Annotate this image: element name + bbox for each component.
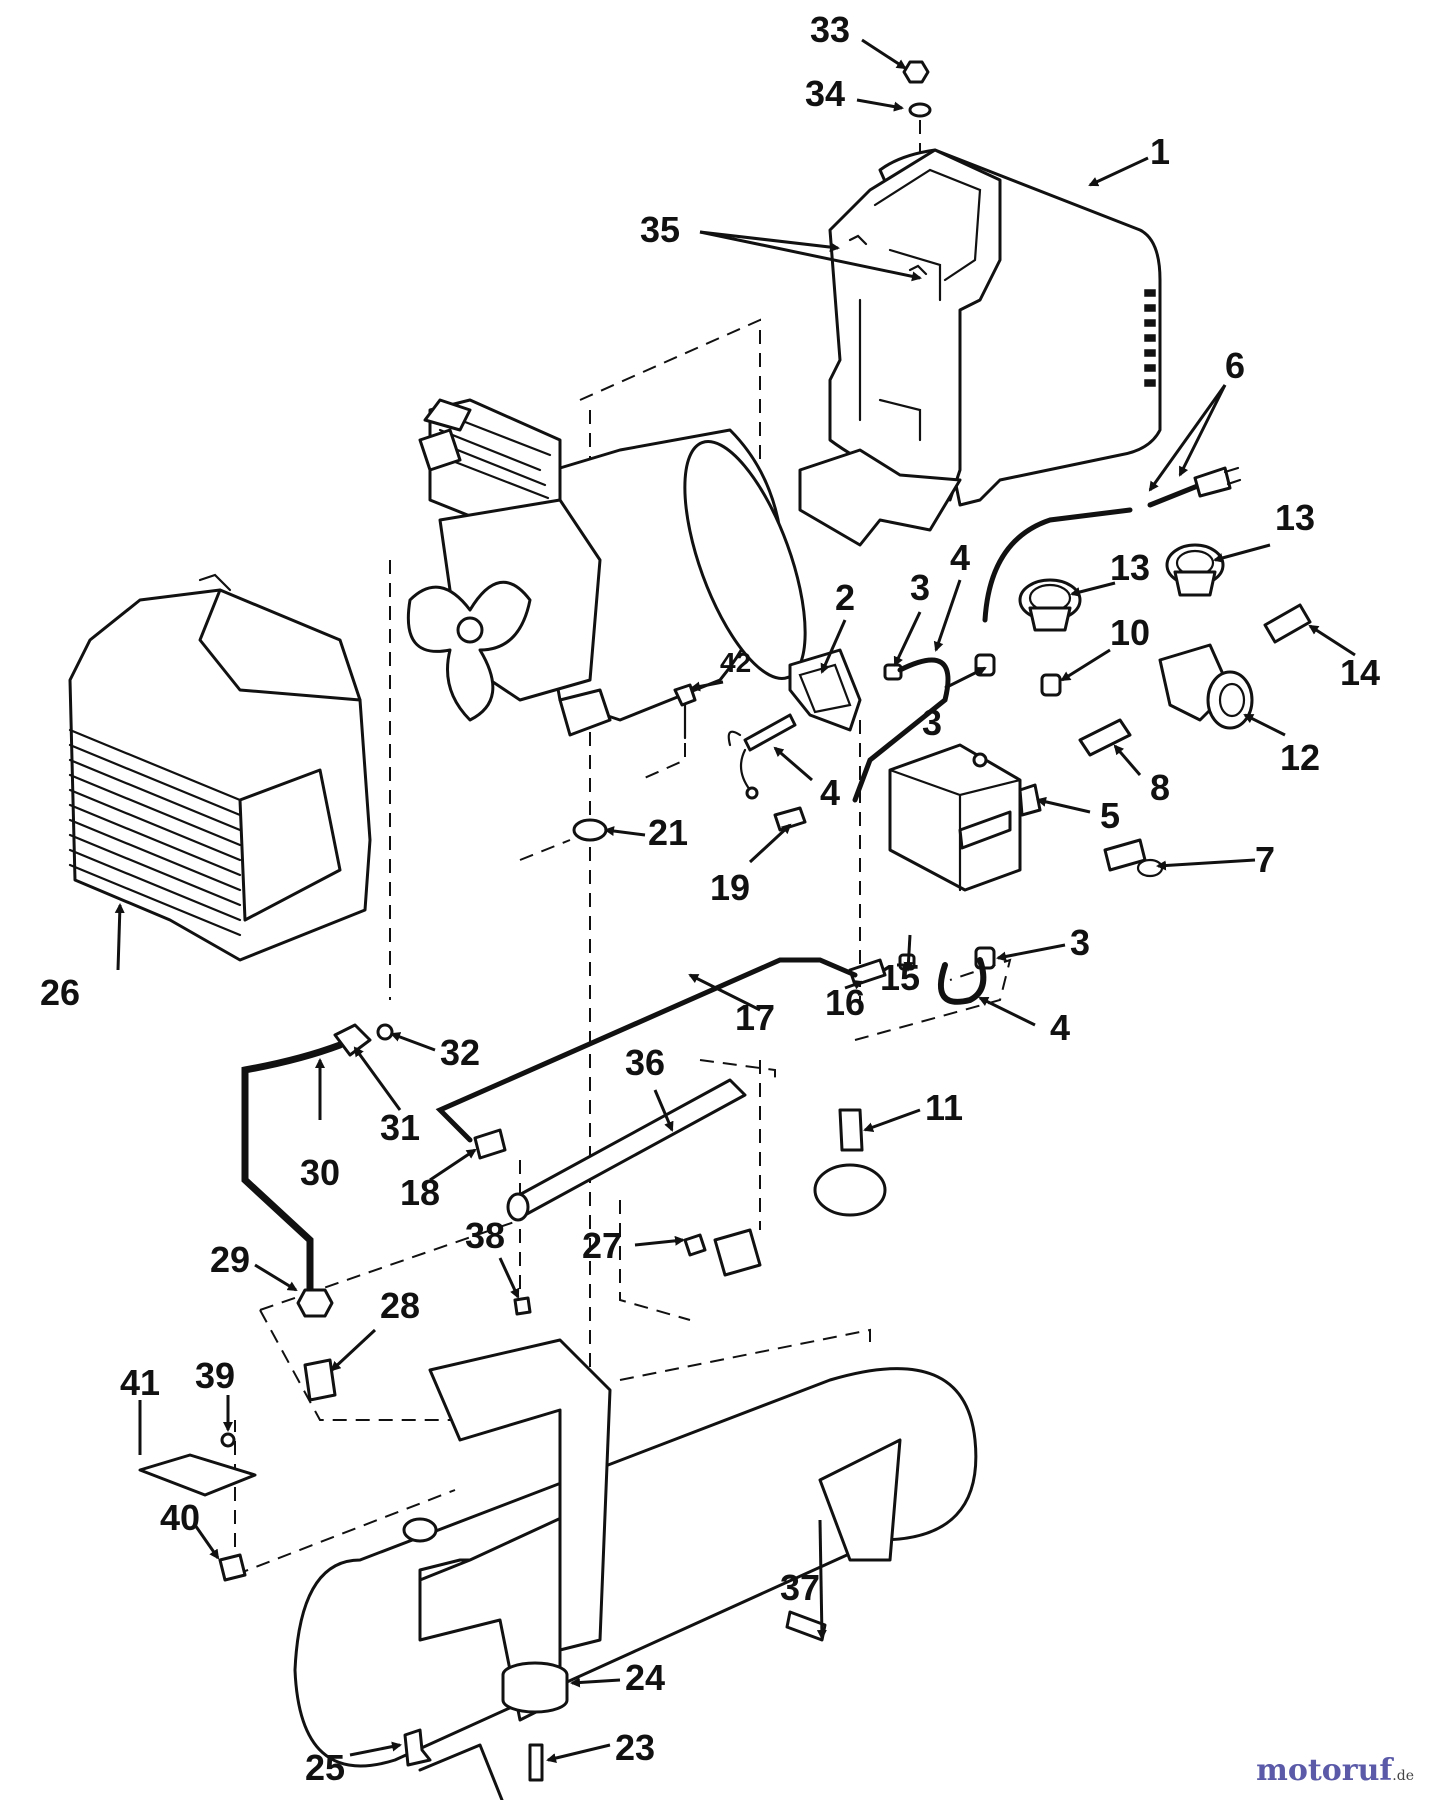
pressure-switch xyxy=(888,743,1042,892)
wire-4b xyxy=(727,713,797,800)
callout-15: 15 xyxy=(880,957,920,998)
air-tank xyxy=(293,1163,978,1800)
nipple-28 xyxy=(303,1358,337,1402)
callout-21: 21 xyxy=(648,812,688,853)
callout-41: 41 xyxy=(120,1362,160,1403)
washer-21 xyxy=(572,818,608,842)
bracket-27 xyxy=(713,1228,762,1277)
safety-valve-7 xyxy=(1103,838,1164,878)
motor-pump-assembly xyxy=(406,398,807,737)
callout-7: 7 xyxy=(1255,839,1275,880)
discharge-tube-17 xyxy=(435,957,858,1143)
callout-37: 37 xyxy=(780,1567,820,1608)
callout-3c: 3 xyxy=(1070,922,1090,963)
gauge-13b xyxy=(1165,543,1225,597)
callout-36: 36 xyxy=(625,1042,665,1083)
callout-40: 40 xyxy=(160,1497,200,1538)
callout-1: 1 xyxy=(1150,131,1170,172)
callout-4c: 4 xyxy=(1050,1007,1070,1048)
washer-34 xyxy=(908,102,932,118)
callout-4: 4 xyxy=(950,537,970,578)
drain-valve-25 xyxy=(403,1728,432,1767)
screw-42 xyxy=(673,683,697,740)
leader-arrows xyxy=(114,38,1356,1763)
callout-16: 16 xyxy=(825,982,865,1023)
callout-23: 23 xyxy=(615,1727,655,1768)
callout-30: 30 xyxy=(300,1152,340,1193)
callout-27: 27 xyxy=(582,1225,622,1266)
front-cover xyxy=(68,573,372,962)
plate-41 xyxy=(138,1453,257,1497)
tube-4a xyxy=(852,657,951,803)
callout-10: 10 xyxy=(1110,612,1150,653)
watermark-name: motoruf xyxy=(1256,1753,1393,1788)
callout-13b: 13 xyxy=(1275,497,1315,538)
callout-13: 13 xyxy=(1110,547,1150,588)
callout-25: 25 xyxy=(305,1747,345,1788)
manifold-12 xyxy=(1158,643,1254,730)
bracket-base xyxy=(428,1338,612,1652)
handle-rod-36 xyxy=(506,1078,747,1222)
fitting-18 xyxy=(473,1128,507,1160)
callout-17: 17 xyxy=(735,997,775,1038)
screw-38 xyxy=(513,1296,532,1316)
callout-3b: 3 xyxy=(922,702,942,743)
fitting-31 xyxy=(333,1023,372,1057)
gauge-13a xyxy=(1018,578,1082,632)
fitting-10 xyxy=(1040,673,1062,697)
watermark-tld: .de xyxy=(1392,1768,1414,1784)
callout-29: 29 xyxy=(210,1239,250,1280)
shroud-cover xyxy=(798,148,1162,547)
nipple-8 xyxy=(1078,718,1132,757)
callout-26: 26 xyxy=(40,972,80,1013)
tube-4c xyxy=(938,957,987,1005)
callout-12: 12 xyxy=(1280,737,1320,778)
callout-6: 6 xyxy=(1225,345,1245,386)
rubber-foot-24 xyxy=(501,1661,569,1714)
callout-24: 24 xyxy=(625,1657,665,1698)
nipple-11 xyxy=(838,1108,864,1152)
fitting-14 xyxy=(1263,603,1312,644)
screw-39 xyxy=(220,1432,236,1448)
callout-33: 33 xyxy=(810,9,850,50)
callout-labels: 33 34 1 35 6 2 3 4 42 13 13 10 14 12 8 2… xyxy=(40,9,1380,1788)
callout-42: 42 xyxy=(720,647,751,678)
nut-29 xyxy=(296,1288,334,1318)
callout-38: 38 xyxy=(465,1215,505,1256)
bushing-40 xyxy=(218,1553,247,1582)
callout-35: 35 xyxy=(640,209,680,250)
callout-8: 8 xyxy=(1150,767,1170,808)
callout-28: 28 xyxy=(380,1285,420,1326)
callout-18: 18 xyxy=(400,1172,440,1213)
callout-32: 32 xyxy=(440,1032,480,1073)
power-cord xyxy=(982,466,1242,623)
bolt-37 xyxy=(785,1610,827,1642)
nut-33 xyxy=(902,60,930,84)
o-ring-32 xyxy=(376,1023,394,1041)
callout-4b: 4 xyxy=(820,772,840,813)
callout-31: 31 xyxy=(380,1107,420,1148)
callout-3: 3 xyxy=(910,567,930,608)
bolt-23 xyxy=(528,1743,544,1782)
clip-27 xyxy=(683,1233,707,1257)
callout-14: 14 xyxy=(1340,652,1380,693)
callout-11: 11 xyxy=(925,1087,963,1128)
callout-2: 2 xyxy=(835,577,855,618)
callout-34: 34 xyxy=(805,73,845,114)
callout-39: 39 xyxy=(195,1355,235,1396)
callout-5: 5 xyxy=(1100,795,1120,836)
outlet-tube-30 xyxy=(241,1041,344,1294)
watermark: motoruf.de xyxy=(1256,1753,1414,1788)
callout-19: 19 xyxy=(710,867,750,908)
